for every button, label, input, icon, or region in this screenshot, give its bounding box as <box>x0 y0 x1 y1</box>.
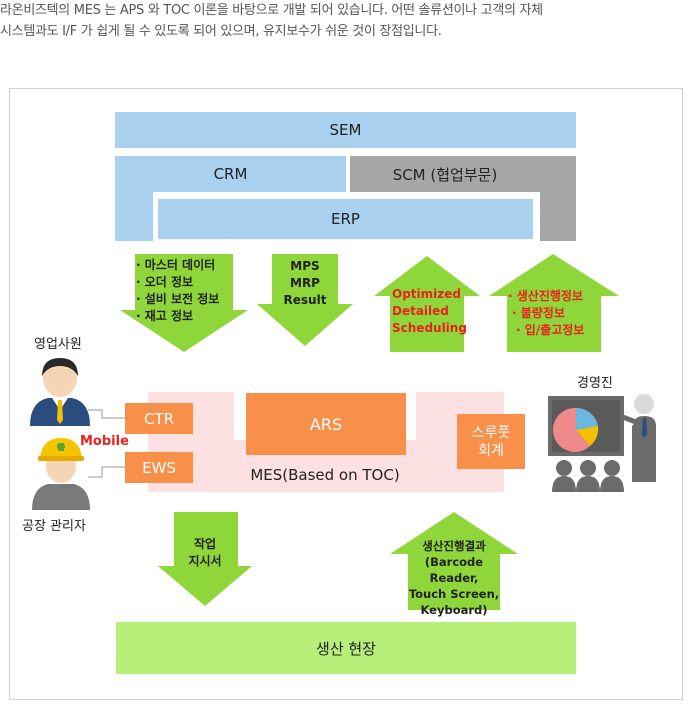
crm-label-box: CRM <box>153 156 308 192</box>
production-info-line: · 불량정보 <box>512 306 565 320</box>
master-data-down-arrow <box>120 254 248 352</box>
production-info-line: · 입/출고정보 <box>516 323 585 337</box>
ews-label: EWS <box>142 458 176 477</box>
scheduling-text: Optimized Detailed Scheduling <box>392 286 472 337</box>
factory-manager-label: 공장 관리자 <box>22 519 86 534</box>
mps-line: MPS <box>290 259 320 273</box>
mes-label-box: MES(Based on TOC) <box>234 460 416 490</box>
crm-label: CRM <box>213 165 248 183</box>
production-info-up-arrow <box>489 254 619 352</box>
work-order-line: 지시서 <box>188 554 222 568</box>
production-field-label: 생산 현장 <box>316 639 376 658</box>
mps-down-arrow <box>257 254 353 346</box>
mes-label: MES(Based on TOC) <box>250 466 400 484</box>
throughput-label: 스루풋 회계 <box>471 424 511 459</box>
master-data-item: · 설비 보전 정보 <box>136 292 220 306</box>
production-result-line: (Barcode Reader, <box>424 555 484 585</box>
erp-label: ERP <box>331 210 360 228</box>
mps-line: Result <box>283 293 327 307</box>
factory-manager-icon <box>32 438 90 510</box>
sem-block: SEM <box>115 112 576 148</box>
work-order-line: 작업 <box>193 537 217 551</box>
sales-person-label: 영업사원 <box>34 337 82 352</box>
scheduling-line: Optimized <box>392 287 461 301</box>
mobile-label: Mobile <box>80 434 129 449</box>
ews-block: EWS <box>125 452 193 483</box>
executive-presentation-icon <box>548 394 656 492</box>
production-info-line: · 생산진행정보 <box>508 289 583 303</box>
throughput-block: 스루풋 회계 <box>457 414 525 469</box>
production-result-text: 생산진행결과 (Barcode Reader, Touch Screen, Ke… <box>402 538 506 618</box>
work-order-down-arrow <box>158 512 252 606</box>
master-data-text: · 마스터 데이터 · 오더 정보 · 설비 보전 정보 · 재고 정보 <box>136 257 219 325</box>
intro-line-1: 라온비즈텍의 MES 는 APS 와 TOC 이론을 바탕으로 개발 되어 있습… <box>0 3 543 18</box>
scheduling-up-arrow <box>374 256 480 352</box>
production-info-text: · 생산진행정보 · 불량정보 · 입/출고정보 <box>508 288 584 339</box>
master-data-item: · 마스터 데이터 <box>136 258 216 272</box>
production-result-line: Touch Screen, <box>408 587 500 601</box>
scm-label: SCM (협업부문) <box>392 165 498 184</box>
production-result-line: 생산진행결과 <box>422 539 486 553</box>
intro-line-2: 시스템과도 I/F 가 쉽게 될 수 있도록 되어 있으며, 유지보수가 쉬운 … <box>0 24 442 39</box>
work-order-text: 작업 지시서 <box>174 536 236 570</box>
master-data-item: · 재고 정보 <box>136 309 194 323</box>
erp-block: ERP <box>158 199 533 239</box>
production-result-up-arrow <box>390 512 518 610</box>
production-field-block: 생산 현장 <box>116 622 576 674</box>
mps-text: MPS MRP Result <box>272 258 338 309</box>
executive-label: 경영진 <box>577 376 613 391</box>
connector-lines <box>88 409 125 478</box>
ars-block: ARS <box>246 393 406 455</box>
scheduling-line: Detailed <box>392 304 449 318</box>
scm-label-box: SCM (협업부문) <box>350 156 540 192</box>
sem-label: SEM <box>329 121 362 139</box>
scheduling-line: Scheduling <box>392 321 467 335</box>
intro-text: 라온비즈텍의 MES 는 APS 와 TOC 이론을 바탕으로 개발 되어 있습… <box>0 0 688 42</box>
ctr-label: CTR <box>143 409 175 428</box>
sales-person-icon <box>30 358 90 426</box>
mps-line: MRP <box>290 276 320 290</box>
master-data-item: · 오더 정보 <box>136 275 194 289</box>
production-result-line: Keyboard) <box>420 603 488 617</box>
ars-label: ARS <box>309 414 343 434</box>
scm-block <box>350 156 576 241</box>
crm-block <box>115 156 346 241</box>
ctr-block: CTR <box>125 403 193 434</box>
